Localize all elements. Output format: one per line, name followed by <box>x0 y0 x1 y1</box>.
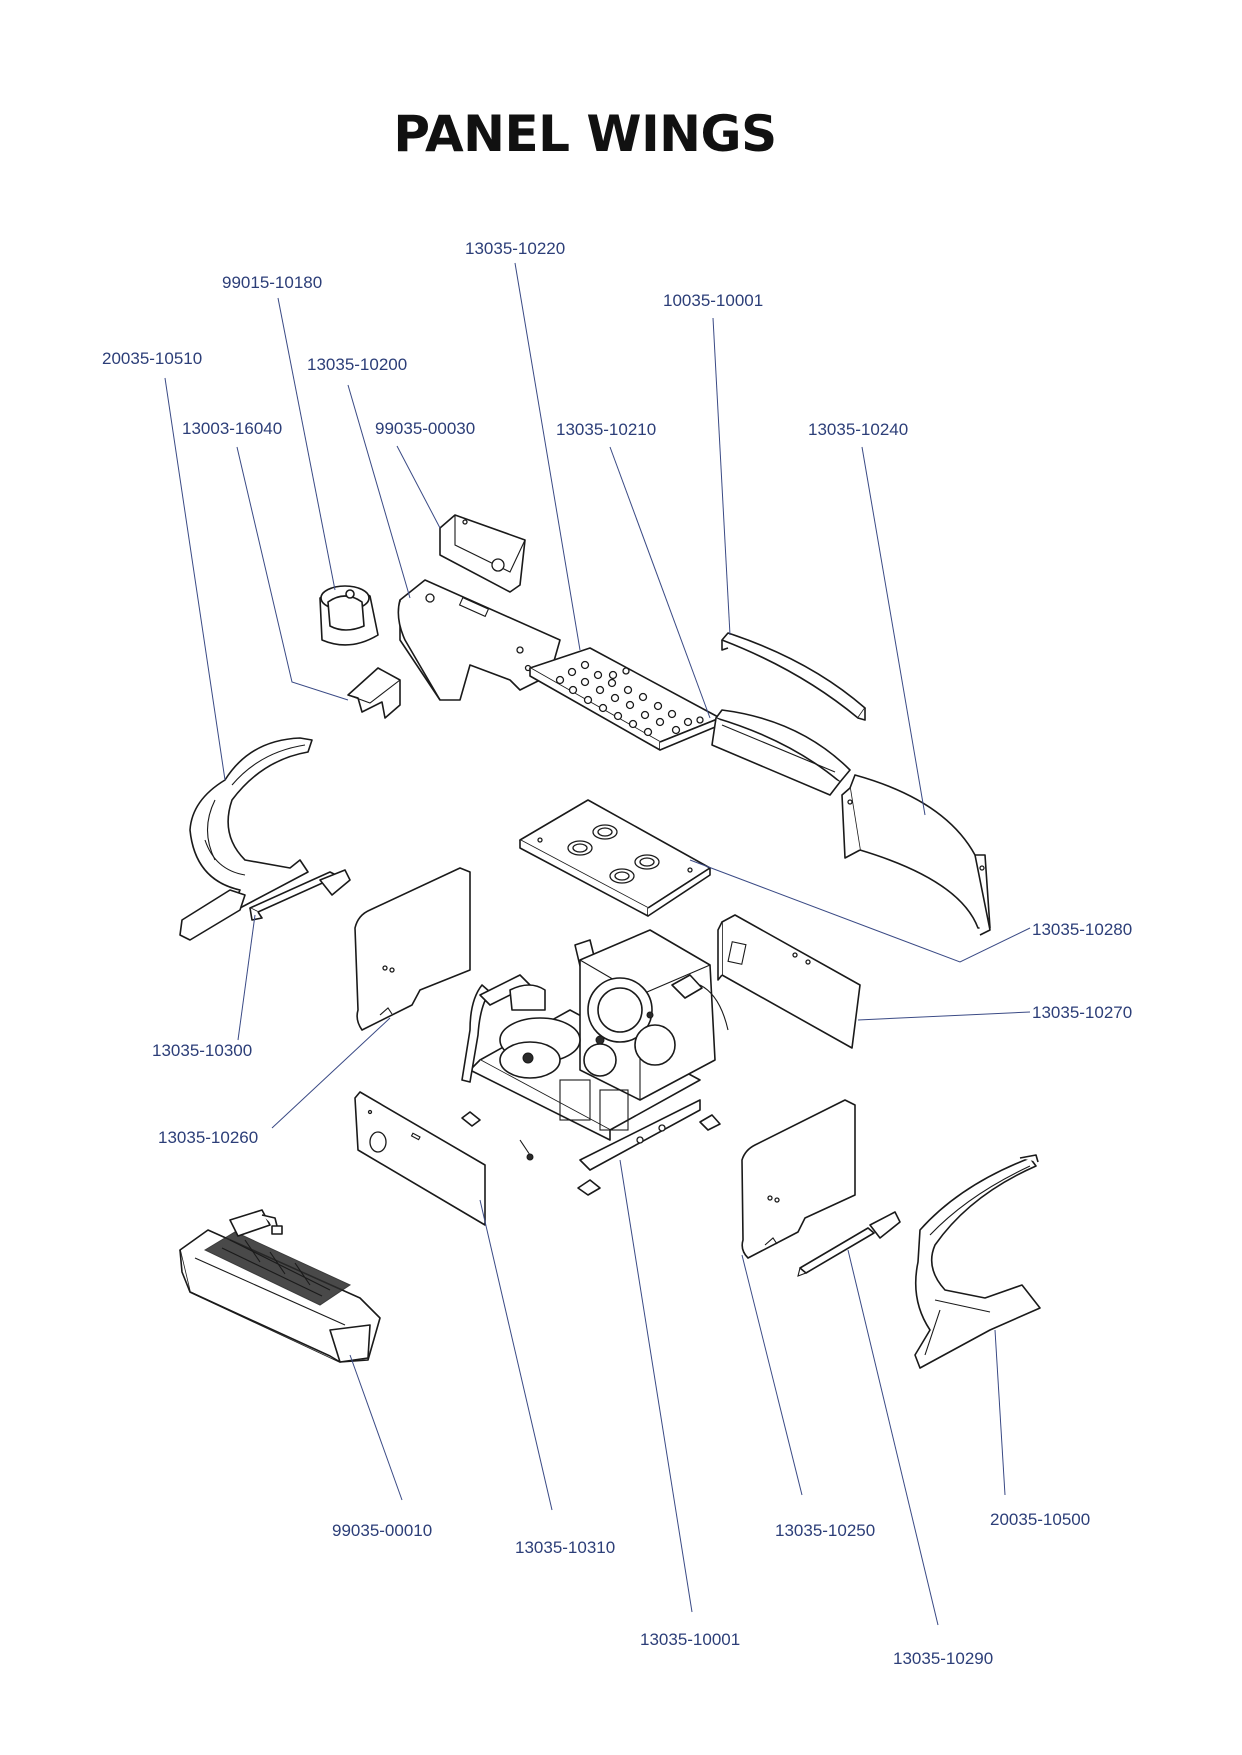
part-13035-10270: 13035-10270 <box>1032 1003 1132 1022</box>
part-13003-16040: 13003-16040 <box>182 419 282 438</box>
part-99035-00010: 99035-00010 <box>332 1521 432 1540</box>
part-13035-10250: 13035-10250 <box>775 1521 875 1540</box>
part-13035-10310: 13035-10310 <box>515 1538 615 1557</box>
arc-rail-drawing <box>721 632 866 721</box>
front-panel-drawing <box>397 579 561 701</box>
part-labels: 13035-10220 99015-10180 10035-10001 2003… <box>102 239 1132 1668</box>
left-side-panel-drawing <box>354 867 471 1031</box>
part-13035-10001: 13035-10001 <box>640 1630 740 1649</box>
leader-lines <box>164 262 1031 1626</box>
part-10035-10001: 10035-10001 <box>663 291 763 310</box>
part-13035-10260: 13035-10260 <box>158 1128 258 1147</box>
control-box-drawing <box>439 514 526 593</box>
part-13035-10220: 13035-10220 <box>465 239 565 258</box>
part-13035-10280: 13035-10280 <box>1032 920 1132 939</box>
part-13035-10210: 13035-10210 <box>556 420 656 439</box>
page-title: PANEL WINGS <box>393 105 777 163</box>
part-99015-10180: 99015-10180 <box>222 273 322 292</box>
cup-tray-drawing <box>529 647 721 751</box>
right-lever-drawing <box>797 1211 901 1277</box>
rear-panel-drawing <box>717 914 861 1049</box>
part-20035-10500: 20035-10500 <box>990 1510 1090 1529</box>
left-wing-drawing <box>179 737 313 941</box>
right-wing-drawing <box>914 1154 1041 1369</box>
right-side-panel-drawing <box>741 1099 856 1259</box>
part-drawings <box>179 514 1041 1369</box>
base-plate-drawing <box>519 799 711 917</box>
drip-tray-drawing <box>179 1209 381 1363</box>
left-lever-drawing <box>249 869 351 921</box>
small-bracket-drawing <box>347 667 401 719</box>
part-13035-10240: 13035-10240 <box>808 420 908 439</box>
part-13035-10200: 13035-10200 <box>307 355 407 374</box>
knob-drawing <box>319 585 379 646</box>
front-lower-panel-drawing <box>354 1091 486 1226</box>
tray-holes <box>555 660 704 737</box>
part-20035-10510: 20035-10510 <box>102 349 202 368</box>
part-13035-10300: 13035-10300 <box>152 1041 252 1060</box>
rear-top-panel-drawing <box>711 709 851 796</box>
part-13035-10290: 13035-10290 <box>893 1649 993 1668</box>
part-99035-00030: 99035-00030 <box>375 419 475 438</box>
curved-right-panel-drawing <box>841 774 991 936</box>
machine-body-drawing <box>461 929 729 1196</box>
